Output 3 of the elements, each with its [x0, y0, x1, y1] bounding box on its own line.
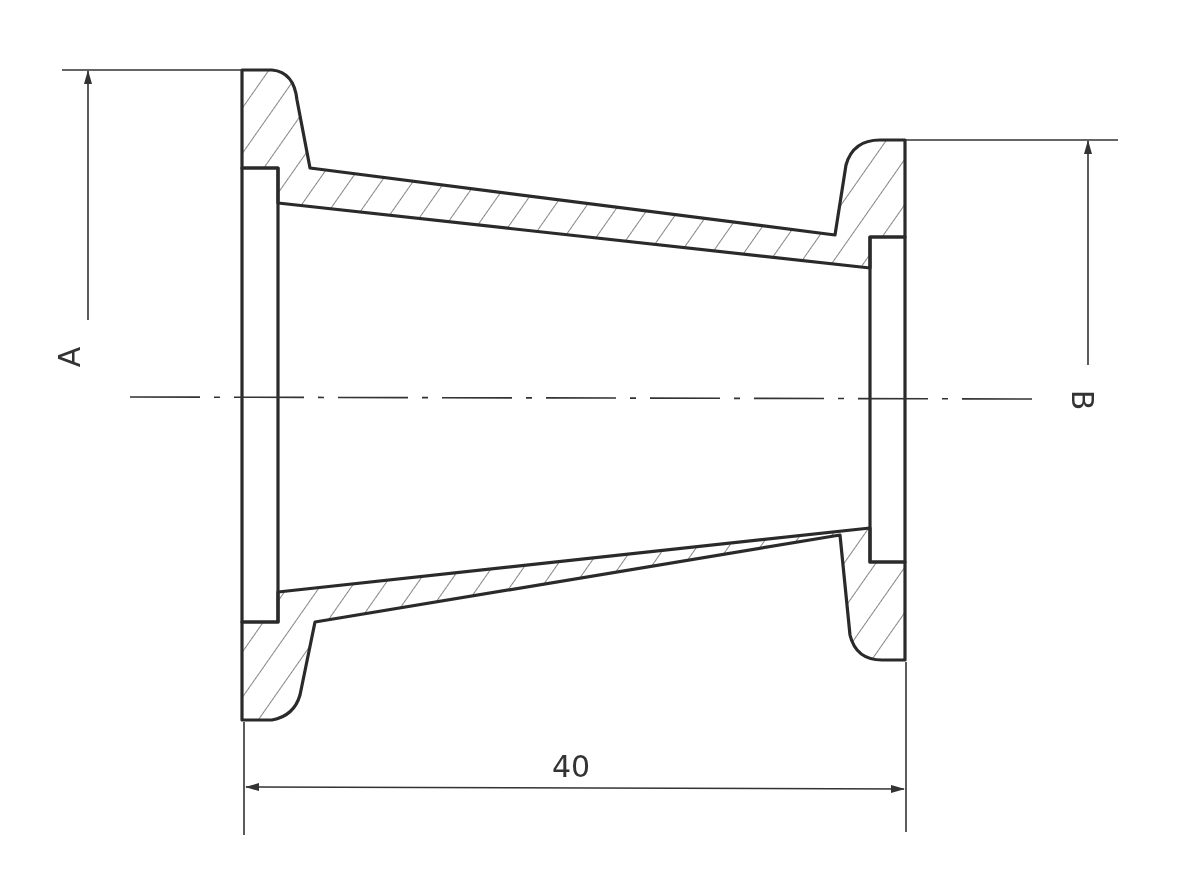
dimension-label: B	[1067, 389, 1098, 411]
dimension-label: 40	[552, 752, 591, 782]
dimension-label: A	[55, 346, 86, 368]
